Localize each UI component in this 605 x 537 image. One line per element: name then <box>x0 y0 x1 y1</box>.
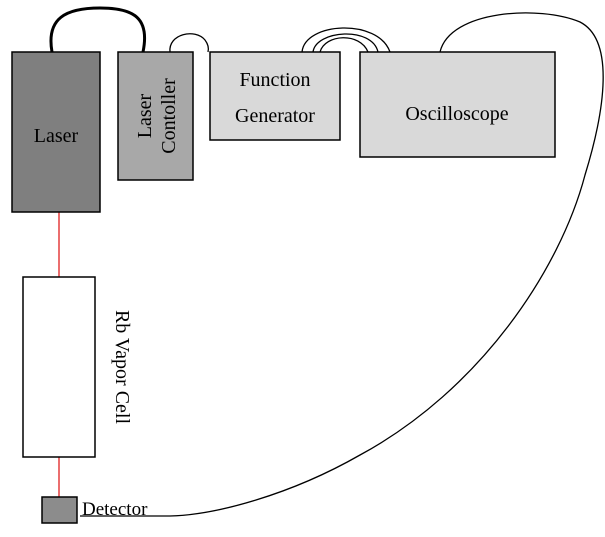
oscilloscope-to-detector-cable <box>80 12 604 517</box>
function-generator-box <box>209 51 341 141</box>
generator-to-oscilloscope-cable-3 <box>312 33 379 53</box>
generator-to-oscilloscope-cable-2 <box>319 37 369 53</box>
function-generator-label-line1: Function <box>239 69 310 91</box>
laser-controller-label-line1: Laser <box>134 93 156 138</box>
laser-to-controller-cable <box>49 6 146 53</box>
generator-to-oscilloscope-cable-1 <box>301 27 391 53</box>
laser-box <box>11 51 101 213</box>
detector-label: Detector <box>82 499 148 520</box>
rb-vapor-cell-label: Rb Vapor Cell <box>111 310 133 425</box>
laser-controller-label-group: Laser Contoller <box>134 78 180 154</box>
detector-box <box>41 496 78 524</box>
laser-controller-label-line2: Contoller <box>158 78 180 154</box>
rb-vapor-cell-box <box>22 276 96 458</box>
oscilloscope-label: Oscilloscope <box>405 103 508 125</box>
function-generator-label-line2: Generator <box>235 105 315 127</box>
controller-to-generator-cable <box>169 33 210 53</box>
laser-controller-box <box>117 51 194 181</box>
laser-label: Laser <box>34 125 79 147</box>
oscilloscope-box <box>359 51 556 158</box>
